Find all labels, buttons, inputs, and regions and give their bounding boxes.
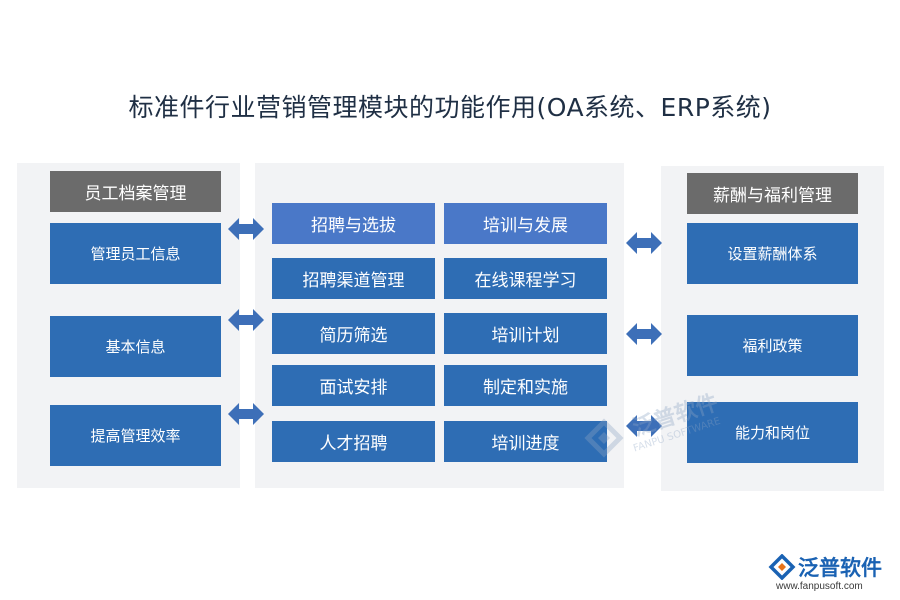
double-arrow-icon [626, 415, 662, 437]
double-arrow-icon [626, 232, 662, 254]
middle-cell-resume-screen: 简历筛选 [272, 313, 435, 354]
left-header: 员工档案管理 [50, 171, 221, 212]
logo-url: www.fanpusoft.com [776, 581, 863, 592]
fanpu-logo-icon [768, 554, 796, 580]
middle-cell-recruit-channel: 招聘渠道管理 [272, 258, 435, 299]
left-item-2: 基本信息 [50, 316, 221, 377]
double-arrow-icon [228, 218, 264, 240]
middle-cell-implement: 制定和实施 [444, 365, 607, 406]
right-item-3: 能力和岗位 [687, 402, 858, 463]
middle-cell-recruit-select: 招聘与选拔 [272, 203, 435, 244]
left-item-1: 管理员工信息 [50, 223, 221, 284]
logo-text: 泛普软件 [798, 556, 882, 580]
middle-cell-talent-recruit: 人才招聘 [272, 421, 435, 462]
middle-cell-training-dev: 培训与发展 [444, 203, 607, 244]
middle-cell-online-course: 在线课程学习 [444, 258, 607, 299]
right-item-2: 福利政策 [687, 315, 858, 376]
middle-cell-interview: 面试安排 [272, 365, 435, 406]
double-arrow-icon [626, 323, 662, 345]
left-item-3: 提高管理效率 [50, 405, 221, 466]
double-arrow-icon [228, 403, 264, 425]
middle-cell-training-progress: 培训进度 [444, 421, 607, 462]
double-arrow-icon [228, 309, 264, 331]
right-header: 薪酬与福利管理 [687, 173, 858, 214]
brand-logo: 泛普软件 www.fanpusoft.com [768, 552, 893, 596]
right-item-1: 设置薪酬体系 [687, 223, 858, 284]
middle-cell-training-plan: 培训计划 [444, 313, 607, 354]
diagram-title: 标准件行业营销管理模块的功能作用(OA系统、ERP系统) [128, 93, 772, 122]
